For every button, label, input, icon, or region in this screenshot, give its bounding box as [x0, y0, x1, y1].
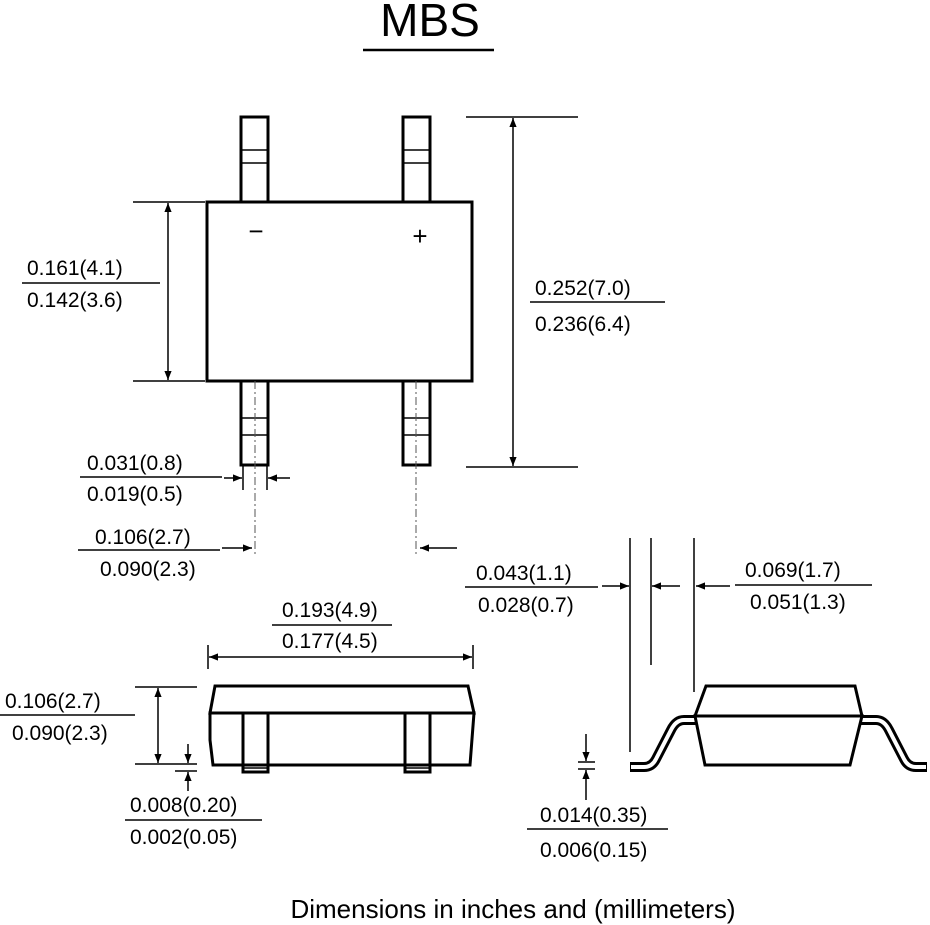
- dim-label-min: 0.177(4.5): [282, 630, 378, 653]
- dim-lead-width: 0.031(0.8) 0.019(0.5): [80, 452, 290, 506]
- dim-body-width: 0.161(4.1) 0.142(3.6): [22, 201, 205, 382]
- dim-label-max: 0.106(2.7): [95, 526, 191, 549]
- lead-top-right: [401, 115, 432, 204]
- dim-lead-length: 0.043(1.1) 0.028(0.7): [465, 562, 680, 617]
- plus-marking: +: [412, 221, 427, 251]
- dim-lead-thickness: 0.014(0.35) 0.006(0.15): [527, 734, 668, 862]
- minus-marking: −: [248, 216, 263, 246]
- dim-label-max: 0.193(4.9): [282, 599, 378, 622]
- dim-body-height: 0.106(2.7) 0.090(2.3): [0, 686, 197, 765]
- dim-label-min: 0.142(3.6): [27, 289, 123, 312]
- package-title: MBS: [380, 0, 480, 46]
- lead-top-left: [239, 115, 270, 204]
- dim-label-max: 0.031(0.8): [87, 452, 183, 475]
- dim-standoff: 0.008(0.20) 0.002(0.05): [125, 744, 262, 849]
- dim-overall-length: 0.252(7.0) 0.236(6.4): [466, 116, 665, 468]
- top-view: − +: [205, 115, 474, 556]
- dim-body-length: 0.193(4.9) 0.177(4.5): [207, 599, 474, 669]
- dim-label-max: 0.252(7.0): [535, 277, 631, 300]
- dim-label-min: 0.019(0.5): [87, 483, 183, 506]
- dim-label-max: 0.161(4.1): [27, 257, 123, 280]
- dim-label-max: 0.106(2.7): [5, 690, 101, 713]
- dim-label-min: 0.090(2.3): [12, 722, 108, 745]
- dim-label-max: 0.008(0.20): [130, 794, 237, 817]
- front-view: [208, 684, 476, 774]
- dim-lead-span: 0.069(1.7) 0.051(1.3): [696, 559, 872, 614]
- dim-label-max: 0.043(1.1): [476, 562, 572, 585]
- dim-label-min: 0.051(1.3): [750, 591, 846, 614]
- dim-label-min: 0.090(2.3): [100, 558, 196, 581]
- side-view: [629, 538, 927, 772]
- dim-label-max: 0.014(0.35): [540, 804, 647, 827]
- units-note: Dimensions in inches and (millimeters): [290, 894, 735, 924]
- dim-label-max: 0.069(1.7): [745, 559, 841, 582]
- dim-label-min: 0.006(0.15): [540, 839, 647, 862]
- dim-label-min: 0.028(0.7): [478, 594, 574, 617]
- dim-label-min: 0.236(6.4): [535, 313, 631, 336]
- package-body-top: [205, 200, 474, 383]
- dim-lead-pitch: 0.106(2.7) 0.090(2.3): [78, 526, 457, 581]
- dim-label-min: 0.002(0.05): [130, 826, 237, 849]
